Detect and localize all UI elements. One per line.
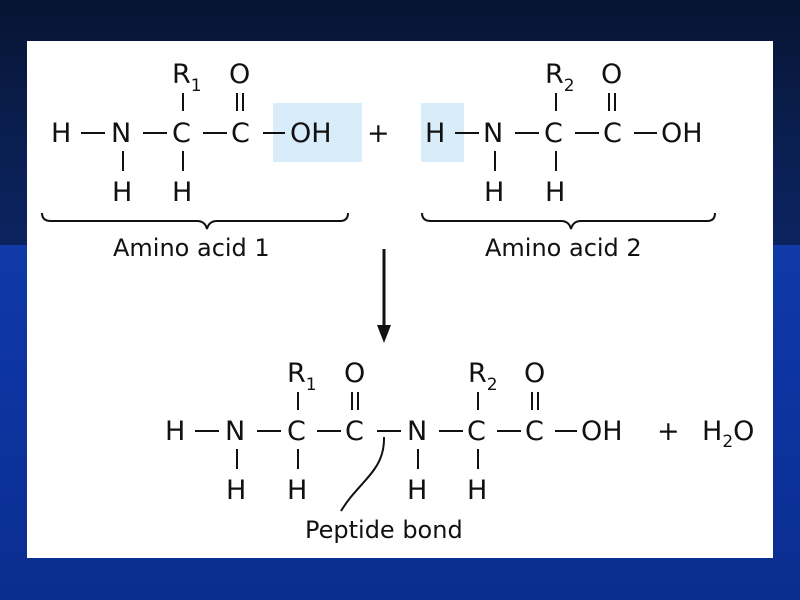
peptide-bond-pointer [340,436,386,512]
p-n1: N [225,416,245,447]
r1-oh: OH [290,118,332,149]
water-formula: H2O [702,416,754,452]
r2-h-below-n: H [484,177,504,208]
r1-h-below-c: H [172,177,192,208]
p-r2-group: R2 [468,358,498,395]
r2-h-left: H [425,118,445,149]
r2-alpha-c: C [544,118,563,149]
r2-r-group: R2 [545,59,575,96]
p-c2: C [345,416,364,447]
p-plus-sign: + [657,416,680,447]
r1-carbonyl-c: C [231,118,250,149]
reaction-diagram: H N C C OH R1 O H H Amino acid 1 + H N C… [41,59,754,544]
p-r1-group: R1 [287,358,317,395]
p-h-n2: H [407,475,427,506]
r1-alpha-c: C [172,118,191,149]
p-o2: O [524,358,545,389]
r2-carbonyl-c: C [603,118,622,149]
r1-r-group: R1 [172,59,202,96]
p-c3: C [467,416,486,447]
r2-oh: OH [661,118,703,149]
r1-brace [41,212,349,230]
p-c4: C [525,416,544,447]
r2-caption: Amino acid 2 [485,234,642,262]
highlight-oh [273,103,362,162]
peptide-bond-label: Peptide bond [305,516,463,544]
r1-h-below-n: H [112,177,132,208]
p-h-n1: H [226,475,246,506]
r2-h-below-c: H [545,177,565,208]
plus-sign: + [367,118,390,149]
p-h-c1: H [287,475,307,506]
p-h-left: H [165,416,185,447]
r2-n: N [483,118,503,149]
p-h-c3: H [467,475,487,506]
reaction-arrow-head [377,325,391,343]
p-oh: OH [581,416,623,447]
r2-brace [421,212,716,230]
p-c1: C [287,416,306,447]
p-o1: O [344,358,365,389]
r1-carbonyl-o: O [229,59,250,90]
p-n2: N [407,416,427,447]
r1-caption: Amino acid 1 [113,234,270,262]
r1-h-left: H [51,118,71,149]
r1-n: N [111,118,131,149]
slide-panel: H N C C OH R1 O H H Amino acid 1 + H N C… [27,41,773,558]
r2-carbonyl-o: O [601,59,622,90]
